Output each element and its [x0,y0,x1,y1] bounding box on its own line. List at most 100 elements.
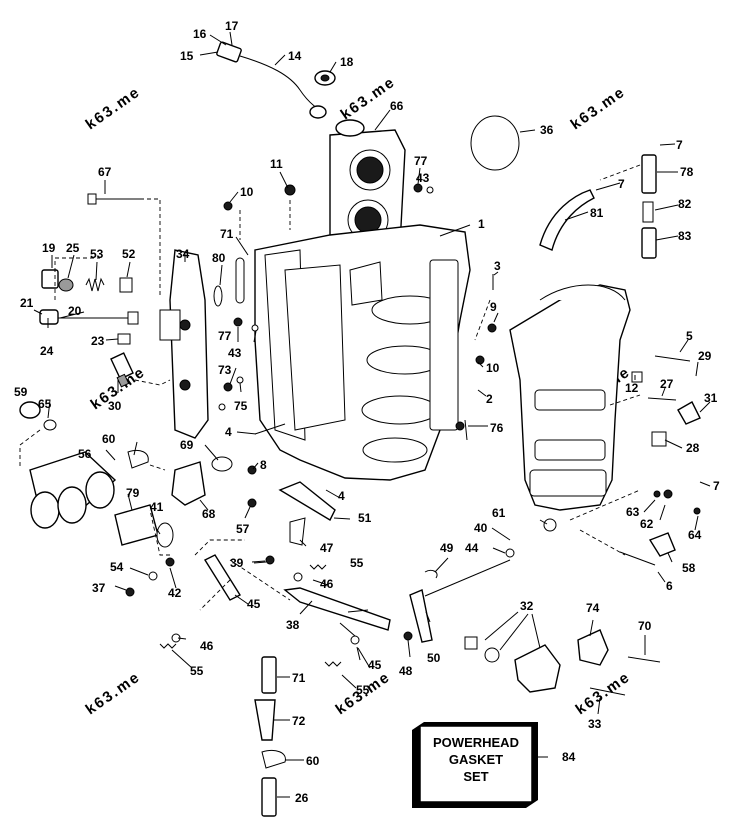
callout-label: 21 [20,296,34,310]
callout-label: 60 [102,432,116,446]
callout-label: 50 [427,651,441,665]
check-valve-part [642,201,654,223]
screw-part [487,323,497,333]
throttle-link-part [278,481,336,521]
callout-label: 58 [682,561,696,575]
gasket-label-line1: POWERHEAD [433,735,519,750]
fuel-pump-part [464,636,561,693]
callout-label: 23 [91,334,105,348]
callout-label: 61 [492,506,506,520]
long-bolt-part [87,193,140,205]
gasket-label-line2: GASKET [449,752,503,767]
callout-label: 77 [414,154,428,168]
lock-washer-part [159,643,177,649]
callout-label: 7 [618,177,625,191]
bolt-part [464,419,468,441]
callout-label: 3 [494,259,501,273]
fitting-part [651,431,667,447]
callout-label: 79 [126,486,140,500]
hose-part [641,154,657,194]
hose-part [235,257,245,304]
callout-label: 68 [202,507,216,521]
callout-label: 29 [698,349,712,363]
callout-label: 60 [306,754,320,768]
clip-part [653,490,661,498]
screw-part [247,498,257,508]
callout-label: 15 [180,49,194,63]
hose-part [261,656,277,694]
washer-part [211,456,233,472]
bolt-part [619,551,656,566]
callout-label: 82 [678,197,692,211]
lever-part [203,554,242,601]
screw-part [233,317,243,327]
callout-label: 46 [200,639,214,653]
spring-clip-part [424,569,438,579]
callout-label: 4 [225,425,232,439]
callout-label: 71 [292,671,306,685]
screw-part [403,631,413,641]
thermostat-assembly-part [41,269,133,293]
washer-part [426,186,434,194]
callout-label: 19 [42,241,56,255]
callout-label: 43 [228,346,242,360]
callout-label: 25 [66,241,80,255]
callout-label: 51 [358,511,372,525]
callout-label: 11 [270,157,283,171]
callout-label: 34 [176,247,190,261]
box-face [419,725,533,803]
link-rod-part [283,587,391,631]
hose-clamp-part [127,449,149,469]
callout-label: 39 [230,556,244,570]
callout-label: 28 [686,441,700,455]
spark-plug-part [110,352,134,388]
temp-sensor-part [39,309,139,325]
lock-washer-part [309,564,327,570]
callout-label: 49 [440,541,454,555]
callout-label: 48 [399,664,413,678]
washer-part [236,376,244,384]
callout-label: 78 [680,165,694,179]
callout-label: 74 [586,601,600,615]
callout-label: 37 [92,581,106,595]
callout-label: 24 [40,344,54,358]
callout-label: 57 [236,522,250,536]
callout-label: 1 [478,217,485,231]
callout-label: 67 [98,165,112,179]
callout-label: 4 [338,489,345,503]
callout-label: 26 [295,791,309,805]
callout-label: 41 [150,500,164,514]
callout-label: 16 [193,27,207,41]
callout-label: 17 [225,19,239,33]
callout-label: 43 [416,171,430,185]
callout-label: 56 [78,447,92,461]
callout-label: 36 [540,123,554,137]
screw-part [265,555,275,565]
callout-label: 7 [713,479,720,493]
tee-fitting-part [254,699,276,741]
bypass-cover-part [159,249,209,439]
plug-part [284,184,296,196]
hose-part [114,504,174,548]
sensor-part [677,401,701,425]
callout-label: 27 [660,377,674,391]
callout-label: 47 [320,541,334,555]
callout-label: 66 [390,99,404,113]
cylinder-block-part [254,224,471,481]
clip-part [289,517,306,546]
screw-part [125,587,135,597]
callout-label: 59 [14,385,28,399]
o-ring-part [213,285,223,307]
plug-part [117,333,131,345]
watermark: k63.me [573,668,634,718]
arm-part [409,589,433,643]
callout-label: 75 [234,399,248,413]
callout-label: 2 [486,392,493,406]
washer-part [43,419,57,431]
callout-label: 71 [220,227,234,241]
washer-part [543,518,557,532]
callout-label: 64 [688,528,702,542]
screw-part [475,355,485,365]
